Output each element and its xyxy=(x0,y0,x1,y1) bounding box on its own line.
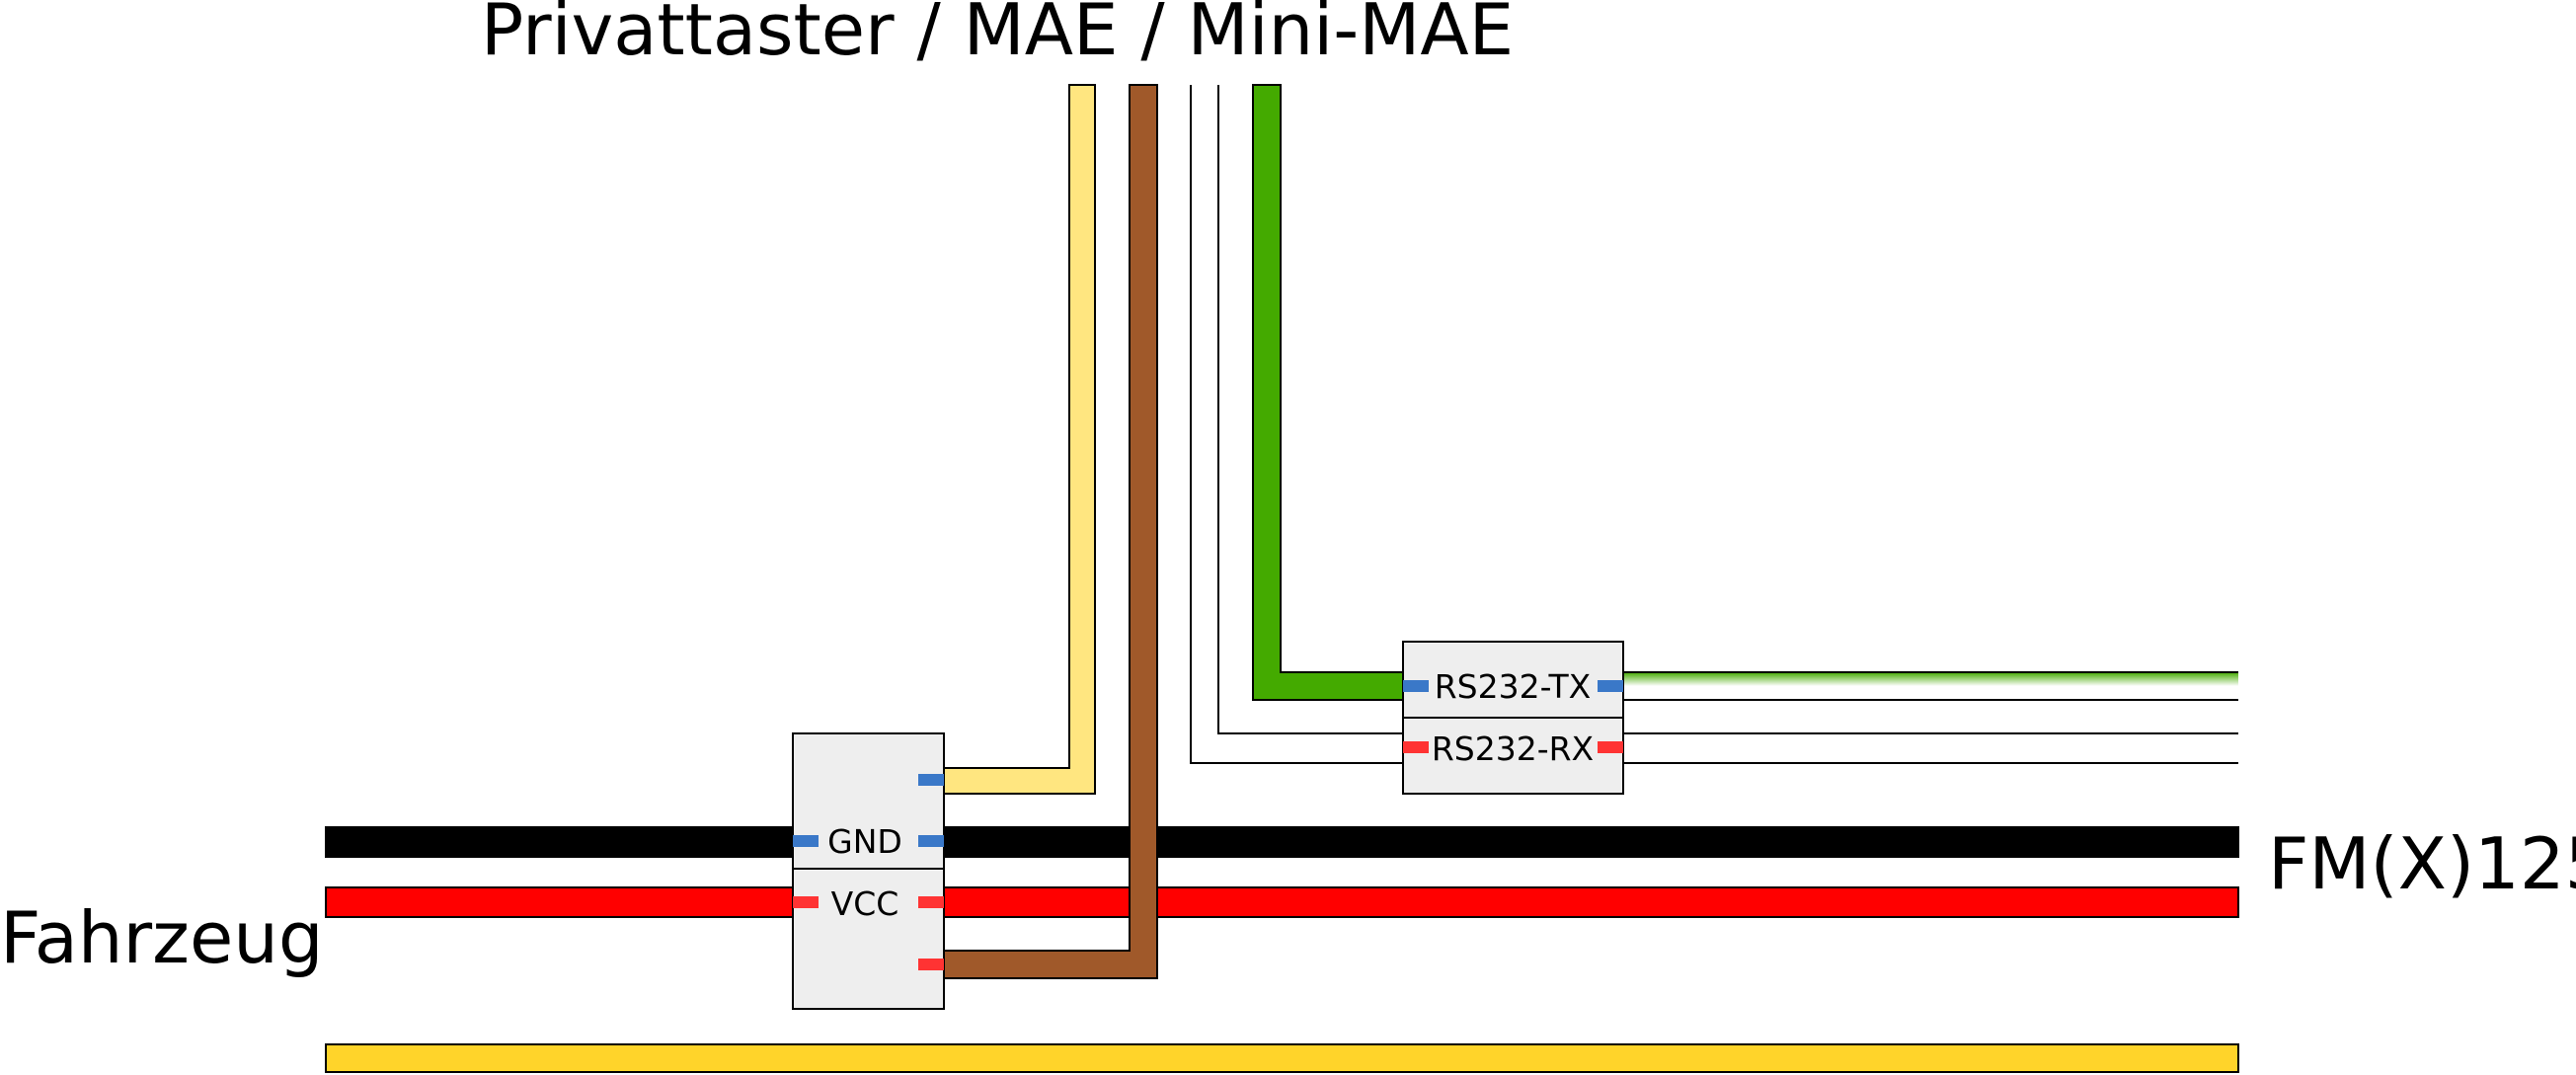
rx-thin-wire-outer xyxy=(1190,85,1403,764)
diagram-title: Privattaster / MAE / Mini-MAE xyxy=(481,0,1514,71)
pale-yellow-wire xyxy=(942,84,1096,795)
power-module: GND VCC xyxy=(792,732,945,1010)
rs232-module: RS232-TX RS232-RX xyxy=(1402,641,1624,795)
pin-gnd-left-blue xyxy=(793,835,819,847)
gnd-wire xyxy=(325,826,2239,858)
green-wire xyxy=(1252,84,1404,701)
pin-brown-red xyxy=(918,959,944,970)
vehicle-label: Fahrzeug xyxy=(0,896,324,979)
vcc-wire xyxy=(325,886,2239,918)
fmx125-label: FM(X)125 xyxy=(2268,822,2576,905)
tx-out-green-wire xyxy=(1623,672,2238,686)
pin-vcc-left-red xyxy=(793,896,819,908)
yellow-bus-wire xyxy=(325,1043,2239,1073)
pin-rx-right-red xyxy=(1598,741,1623,753)
pin-tx-left-blue xyxy=(1403,680,1429,692)
vcc-label: VCC xyxy=(831,884,899,923)
gnd-label: GND xyxy=(827,822,902,861)
rs232-rx-label: RS232-RX xyxy=(1432,729,1594,768)
rs232-tx-label: RS232-TX xyxy=(1435,667,1592,706)
pin-vcc-right-red xyxy=(918,896,944,908)
pin-pale-yellow-blue xyxy=(918,774,944,786)
pin-tx-right-blue xyxy=(1598,680,1623,692)
pin-rx-left-red xyxy=(1403,741,1429,753)
pin-gnd-right-blue xyxy=(918,835,944,847)
